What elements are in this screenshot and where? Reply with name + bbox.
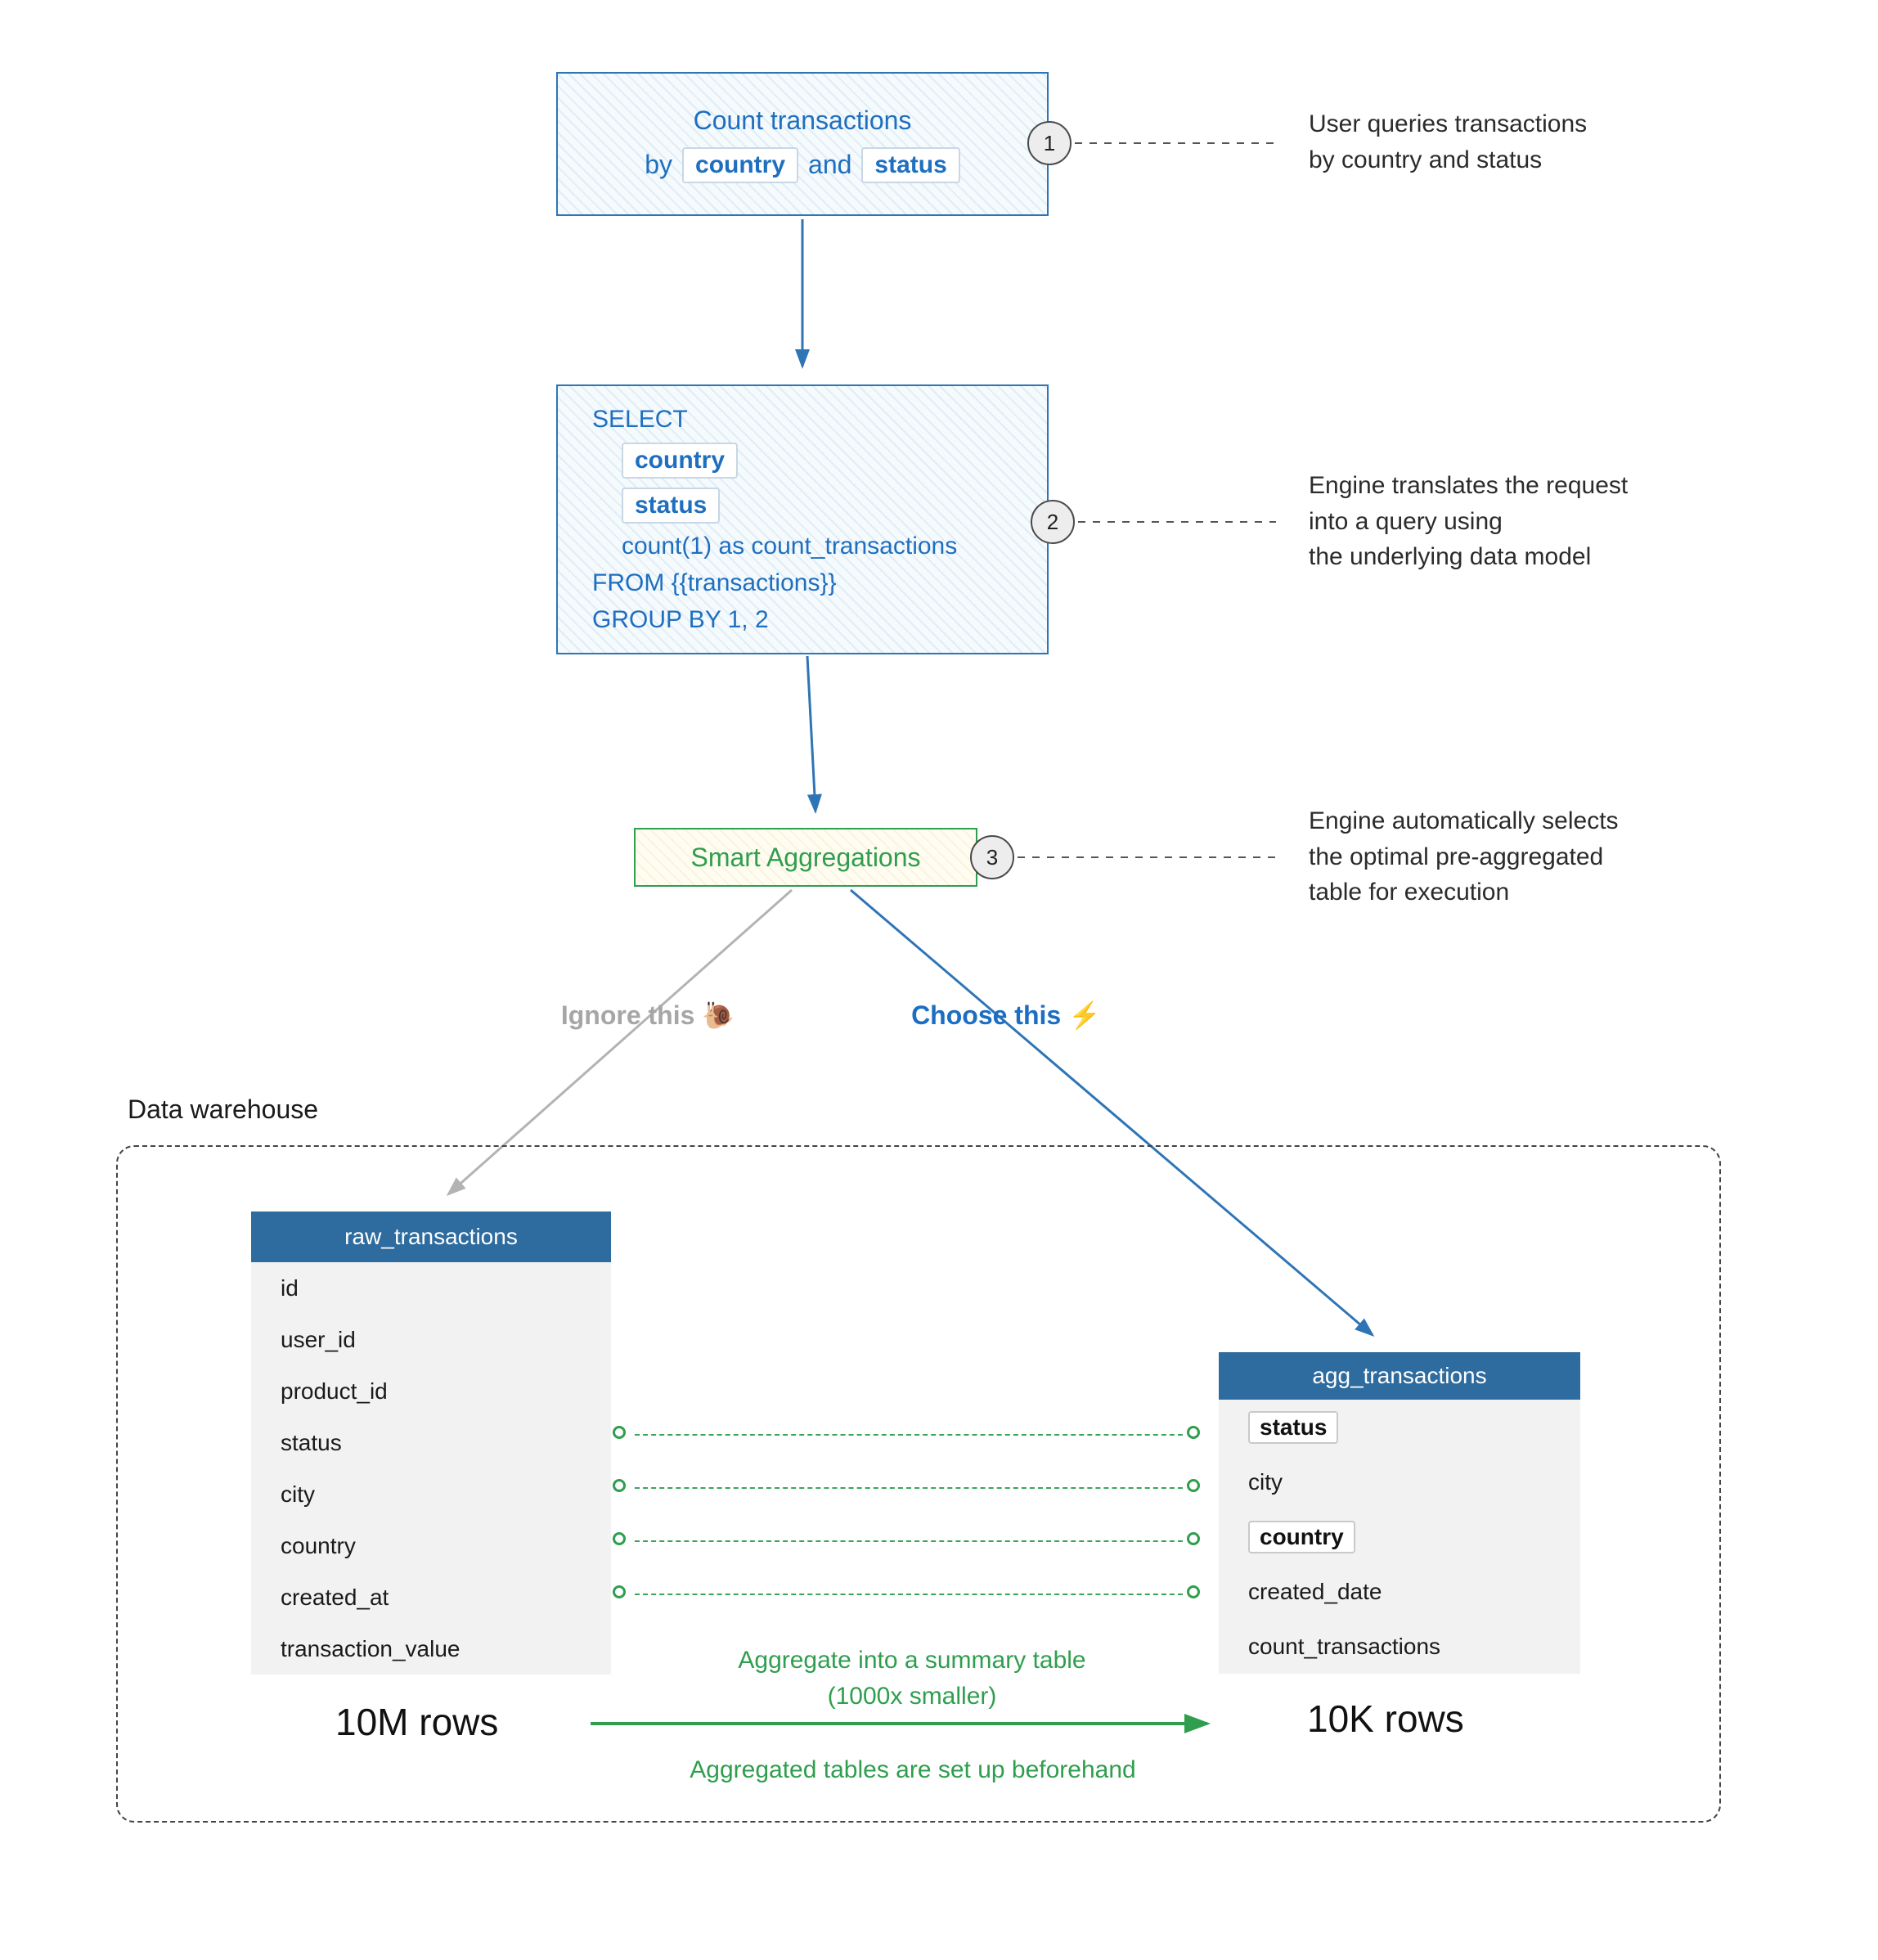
user-query-dimensions: by country and status <box>645 146 960 183</box>
agg-rows-count: 10K rows <box>1307 1697 1464 1740</box>
step-3-annotation: Engine automatically selects the optimal… <box>1309 807 1619 906</box>
sql-status-line: status <box>622 487 1047 524</box>
agg-transactions-body: status city country created_date count_t… <box>1219 1400 1580 1674</box>
step-3-badge: 3 <box>970 835 1014 879</box>
table-row: user_id <box>281 1326 356 1352</box>
setup-note: Aggregated tables are set up beforehand <box>690 1756 1136 1783</box>
status-chip: status <box>622 487 721 524</box>
table-row: created_date <box>1248 1578 1382 1604</box>
step-1-annotation: User queries transactions by country and… <box>1309 110 1588 173</box>
table-row: status <box>1219 1400 1580 1454</box>
table-row: country <box>281 1532 356 1558</box>
country-chip: country <box>682 146 799 183</box>
agg-transactions-header: agg_transactions <box>1219 1352 1580 1400</box>
connector-dot <box>1187 1479 1200 1492</box>
connector-dot <box>1187 1585 1200 1598</box>
table-row: country <box>1219 1509 1580 1564</box>
connector-line <box>635 1487 1183 1489</box>
connector-dot <box>613 1585 626 1598</box>
table-row: created_at <box>281 1584 389 1610</box>
raw-transactions-header: raw_transactions <box>251 1212 611 1262</box>
country-chip: country <box>1248 1520 1355 1553</box>
table-row: transaction_value <box>281 1635 461 1661</box>
table-row: count_transactions <box>1248 1633 1441 1659</box>
sql-select-line: SELECT <box>592 405 688 433</box>
table-row: city <box>281 1481 315 1507</box>
sql-count-line: count(1) as count_transactions <box>622 532 958 560</box>
raw-transactions-table: raw_transactions id user_id product_id s… <box>251 1212 611 1675</box>
country-chip: country <box>622 442 739 479</box>
step-2-badge: 2 <box>1031 500 1075 544</box>
connector-dot <box>613 1479 626 1492</box>
table-row: id <box>281 1274 299 1301</box>
table-row: product_id <box>281 1378 388 1404</box>
user-query-box: Count transactions by country and status <box>556 72 1049 216</box>
connector-dot <box>613 1532 626 1545</box>
ignore-branch-label: Ignore this 🐌 <box>560 1000 735 1030</box>
aggregate-note: Aggregate into a summary table (1000x sm… <box>738 1647 1086 1710</box>
choose-branch-label: Choose this ⚡ <box>911 1000 1101 1030</box>
sql-from-line: FROM {{transactions}} <box>592 569 837 596</box>
sql-query-box: SELECT country status count(1) as count_… <box>556 384 1049 654</box>
and-label: and <box>808 150 852 179</box>
table-row: city <box>1248 1468 1283 1495</box>
data-warehouse-container <box>116 1145 1721 1823</box>
connector-dot <box>1187 1532 1200 1545</box>
data-warehouse-label: Data warehouse <box>128 1095 319 1124</box>
user-query-title: Count transactions <box>693 105 912 135</box>
raw-transactions-body: id user_id product_id status city countr… <box>251 1262 611 1675</box>
smart-aggregations-box: Smart Aggregations <box>634 828 977 887</box>
step-1-badge: 1 <box>1027 121 1072 165</box>
table-row: status <box>281 1429 342 1455</box>
connector-line <box>635 1434 1183 1436</box>
raw-rows-count: 10M rows <box>335 1701 499 1743</box>
by-label: by <box>645 150 673 179</box>
status-chip: status <box>1248 1410 1339 1444</box>
status-chip: status <box>861 146 960 183</box>
connector-line <box>635 1540 1183 1542</box>
sql-groupby-line: GROUP BY 1, 2 <box>592 605 769 633</box>
agg-transactions-table: agg_transactions status city country cre… <box>1219 1352 1580 1674</box>
connector-line <box>635 1594 1183 1595</box>
connector-dot <box>613 1426 626 1439</box>
sql-country-line: country <box>622 442 1047 479</box>
connector-dot <box>1187 1426 1200 1439</box>
step-2-annotation: Engine translates the request into a que… <box>1309 472 1629 570</box>
